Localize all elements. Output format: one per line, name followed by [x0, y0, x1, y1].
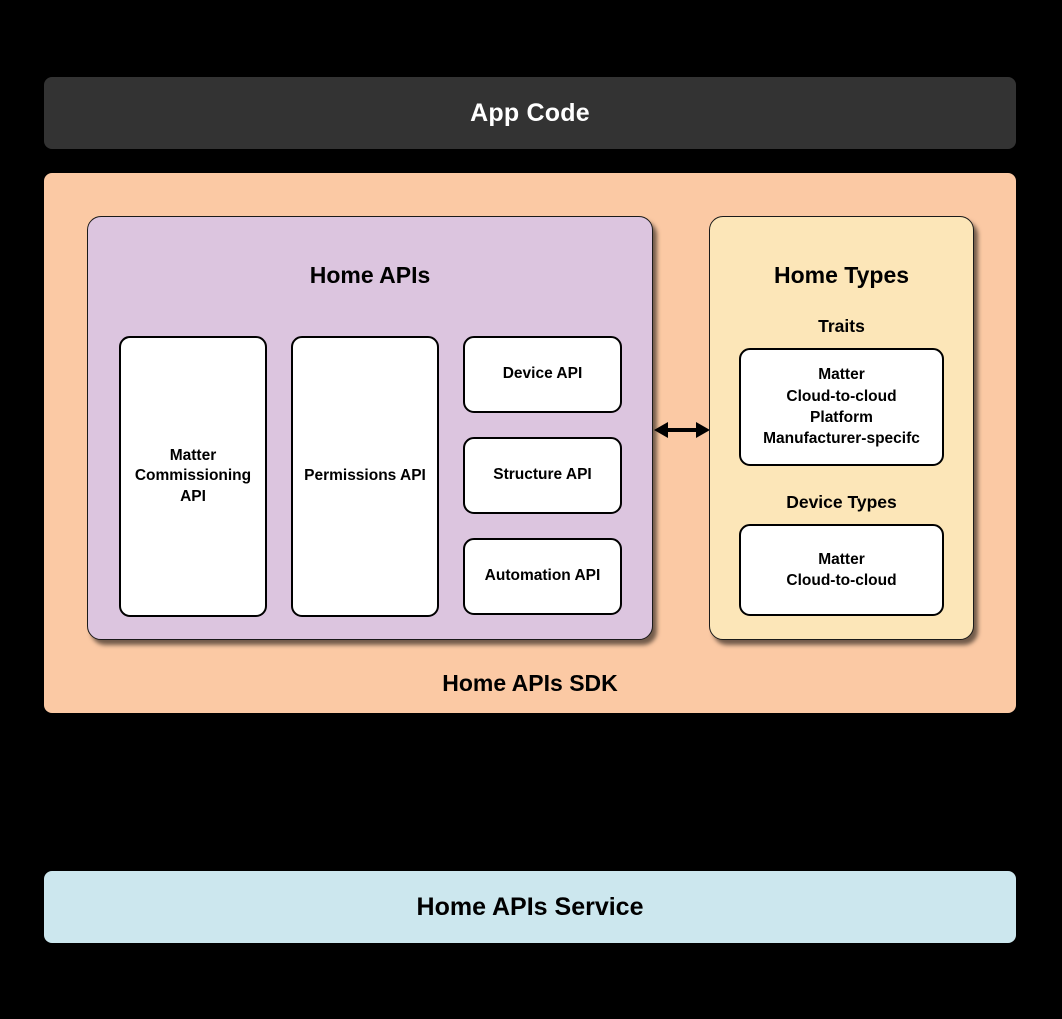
- automation-api-card: Automation API: [463, 538, 622, 615]
- home-apis-service-label: Home APIs Service: [416, 892, 644, 921]
- structure-api-card: Structure API: [463, 437, 622, 514]
- home-apis-sdk-label: Home APIs SDK: [442, 670, 618, 696]
- home-apis-service-bar: Home APIs Service: [44, 871, 1016, 943]
- device-api-label: Device API: [502, 365, 583, 383]
- api-card-stack: Device API Structure API Automation API: [463, 336, 622, 617]
- structure-api-label: Structure API: [493, 466, 592, 484]
- permissions-api-label: Permissions API: [304, 467, 426, 485]
- permissions-api-card: Permissions API: [291, 336, 439, 617]
- app-code-bar: App Code: [44, 77, 1016, 149]
- home-types-title: Home Types: [773, 262, 910, 288]
- home-apis-title: Home APIs: [309, 262, 431, 288]
- double-headed-arrow-icon: [654, 422, 710, 438]
- automation-api-label: Automation API: [484, 567, 601, 585]
- app-code-label: App Code: [470, 98, 590, 127]
- device-types-title: Device Types: [786, 492, 897, 512]
- device-api-card: Device API: [463, 336, 622, 413]
- traits-title: Traits: [818, 316, 865, 336]
